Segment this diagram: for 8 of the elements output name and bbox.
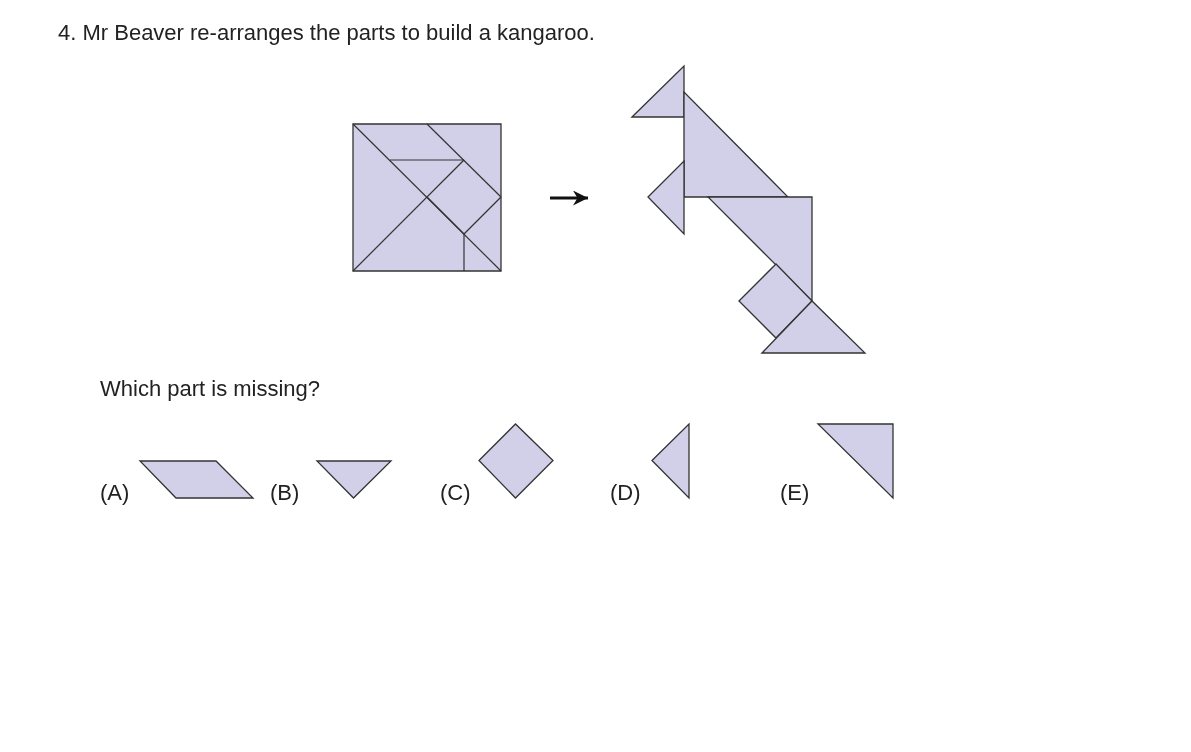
option-letter: (B) [270, 480, 300, 506]
option-letter: (D) [610, 480, 641, 506]
option-letter: (E) [780, 480, 810, 506]
arrow [550, 190, 588, 206]
option-letter: (A) [100, 480, 130, 506]
question-text: Which part is missing? [100, 376, 321, 402]
option-letter: (C) [440, 480, 471, 506]
question-title: 4. Mr Beaver re-arranges the parts to build a kangaroo. [58, 20, 595, 46]
